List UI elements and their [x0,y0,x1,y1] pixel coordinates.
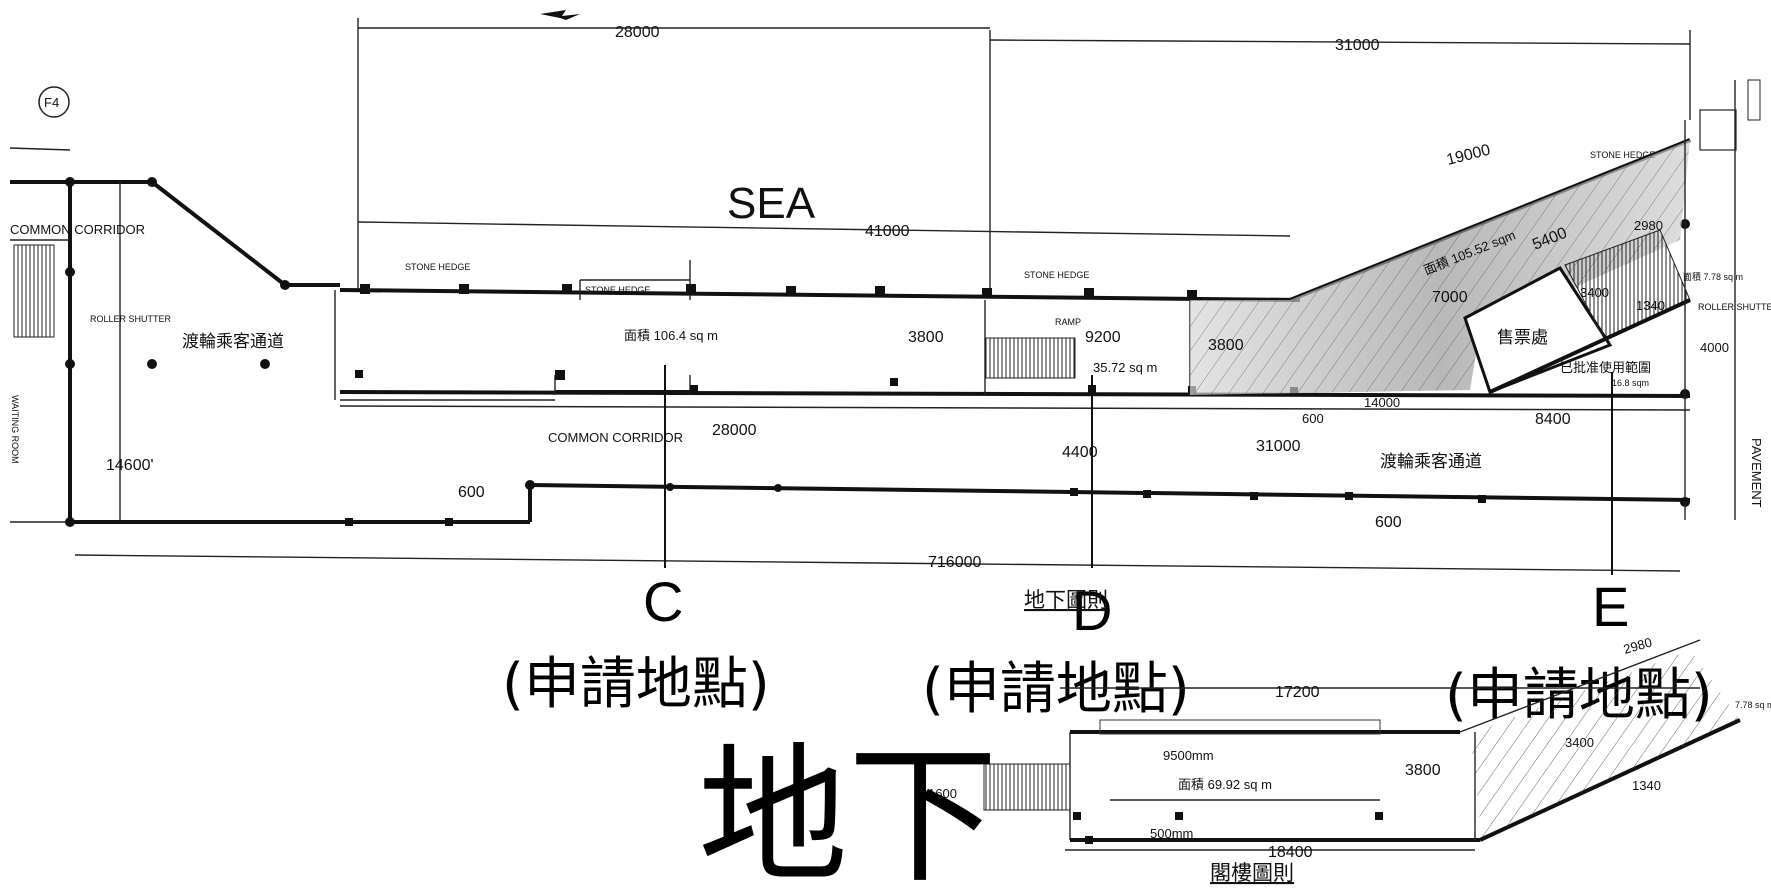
sea-label: SEA [727,179,816,228]
mezzanine-plan [983,639,1741,844]
dim-mid-31000: 31000 [1256,438,1301,455]
ferry-passage-left-label: 渡輪乘客通道 [182,332,284,352]
m-dim-18400: 18400 [1268,844,1313,861]
marker-e: E [1592,575,1629,638]
dim-4000: 4000 [1700,340,1729,355]
common-corridor-label: COMMON CORRIDOR [10,222,145,237]
m-dim-3400: 3400 [1565,735,1594,750]
site-d-label: (申請地點) [922,657,1190,722]
dim-top-28000: 28000 [615,24,660,41]
grid-marker-f4 [38,86,70,118]
dim-7000: 7000 [1432,289,1468,306]
m-dim-17200: 17200 [1275,684,1320,701]
dim-3800: 3800 [908,329,944,346]
pavement-label: PAVEMENT [1749,438,1764,508]
stone-hedge-3: STONE HEDGE [1024,270,1089,280]
roller-shutter-right: ROLLER SHUTTER [1698,302,1771,312]
ticket-office-outline [1463,266,1613,394]
m-dim-1600: 1600 [928,786,957,801]
area-c: 面積 106.4 sq m [624,328,718,343]
dim-600a: 600 [1302,411,1324,426]
roller-shutter-label: ROLLER SHUTTER [90,314,172,324]
m-dim-9500: 9500mm [1163,748,1214,763]
common-corridor-bottom: COMMON CORRIDOR [548,430,683,445]
dim-2980: 2980 [1634,218,1663,233]
site-c-label: (申請地點) [502,652,770,717]
dim-14000: 14000 [1364,395,1400,410]
grid-marker-f4-label: F4 [44,95,59,110]
m-area-right: 7.78 sq m [1735,700,1771,710]
zone-e-hatch [1190,140,1690,395]
dim-600b: 600 [458,484,485,501]
area-d: 35.72 sq m [1093,360,1157,375]
marker-c: C [643,570,683,633]
marker-d: D [1072,579,1112,642]
m-area: 面積 69.92 sq m [1178,777,1272,792]
ferry-passage-right-label: 渡輪乘客通道 [1380,452,1482,472]
dim-19000: 19000 [1445,142,1492,169]
dim-600c: 600 [1375,514,1402,531]
dim-4400: 4400 [1062,444,1098,461]
stone-hedge-4: STONE HEDGE [1590,150,1655,160]
basement-big-label: 地下 [698,730,998,889]
dim-top-31000: 31000 [1335,37,1380,54]
dim-3800b: 3800 [1208,337,1244,354]
m-dim-500: 500mm [1150,826,1193,841]
approved-use-label: 已批准使用範圍 [1560,360,1651,375]
stone-hedge-1: STONE HEDGE [405,262,470,272]
dim-8400: 8400 [1535,411,1571,428]
dim-3400: 3400 [1580,285,1609,300]
waiting-room-label: WAITING ROOM [10,395,20,464]
dim-14600: 14600' [106,457,154,474]
dim-41000: 41000 [865,223,910,240]
left-building-outline [9,147,350,527]
dim-overall: 716000 [928,554,981,571]
mezzanine-plan-title: 閣樓圖則 [1210,861,1294,885]
dim-mid-28000: 28000 [712,422,757,439]
top-dimension-lines [357,18,1691,290]
stone-hedge-2: STONE HEDGE [585,285,650,295]
basement-plan-title: 地下圖則 [1024,588,1108,612]
area-right: 面積 7.78 sq m [1683,271,1743,282]
m-dim-3800: 3800 [1405,762,1441,779]
lower-corridor-walls [339,405,1691,526]
north-arrow-icon [540,10,580,20]
ticket-office-label: 售票處 [1497,328,1548,348]
approved-area-label: 16.8 sqm [1612,378,1649,388]
dim-1340: 1340 [1636,298,1665,313]
m-dim-1340: 1340 [1632,778,1661,793]
dim-9200: 9200 [1085,329,1121,346]
ramp-label: RAMP [1055,317,1081,327]
